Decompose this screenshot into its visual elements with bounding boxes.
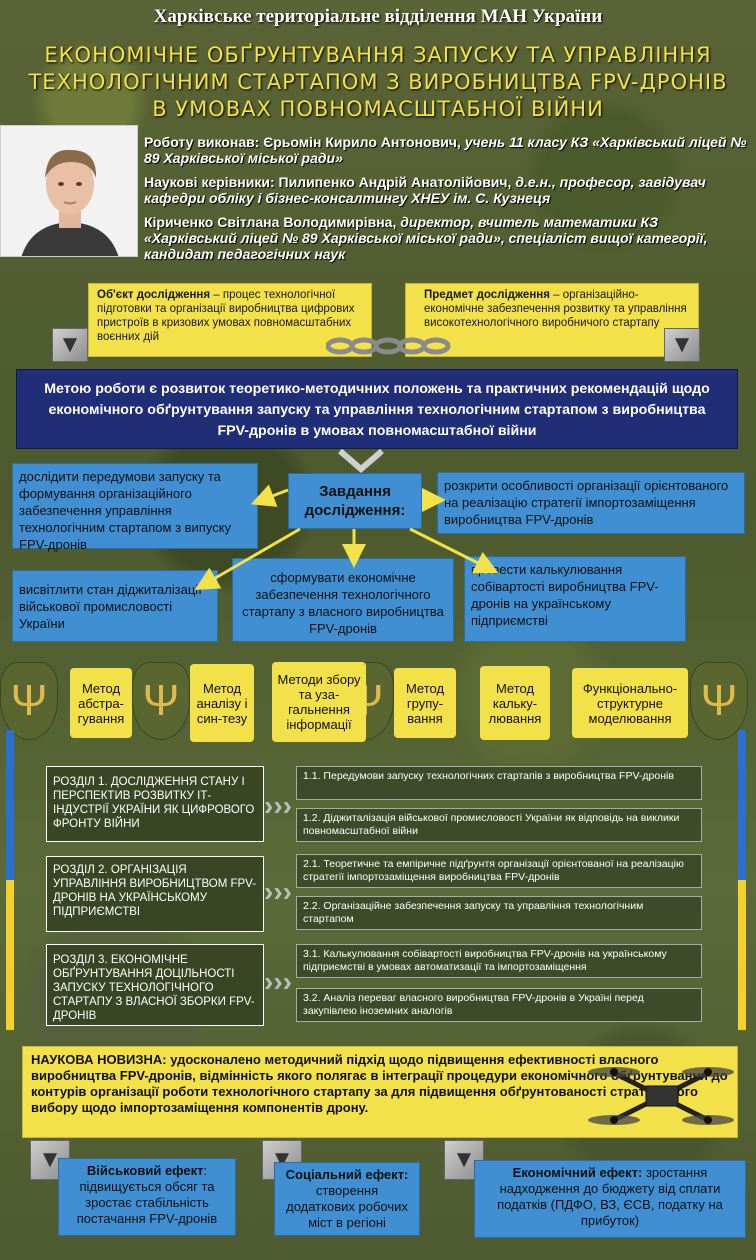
- method-1: Метод абстра-гування: [70, 668, 132, 738]
- flag-left: [6, 730, 14, 1030]
- advisor-info: д.е.н., професор, завідувач кафедри облі…: [144, 174, 706, 206]
- title-line-3: В УМОВАХ ПОВНОМАСШТАБНОЇ ВІЙНИ: [152, 97, 604, 121]
- trident-icon: Ψ: [690, 662, 748, 740]
- advisor2-info: директор, вчитель математики КЗ «Харківс…: [144, 214, 708, 262]
- portrait-icon: [1, 126, 137, 256]
- method-3: Методи збору та уза-гальнення інформації: [272, 662, 366, 742]
- advisor2-line: Кіриченко Світлана Володимирівна, директ…: [144, 214, 750, 262]
- goal-box: Метою роботи є розвиток теоретико-методи…: [16, 369, 738, 449]
- section-1-sub-1: 1.1. Передумови запуску технологічних ст…: [296, 766, 702, 800]
- page-title: ЕКОНОМІЧНЕ ОБҐРУНТУВАННЯ ЗАПУСКУ ТА УПРА…: [10, 42, 746, 123]
- chain-icon: [325, 335, 452, 357]
- social-label: Соціальний ефект:: [285, 1167, 409, 1182]
- subject-text: – організаційно-економічне забезпечення …: [424, 289, 687, 329]
- flag-right: [738, 730, 746, 1030]
- task-arrows: [194, 484, 499, 591]
- novelty-label: НАУКОВА НОВИЗНА:: [31, 1052, 167, 1067]
- chevron-right-icon: ›››: [264, 790, 292, 821]
- down-arrow-icon: ▼: [52, 328, 88, 362]
- task-1: дослідити передумови запуску та формуван…: [12, 463, 258, 552]
- section-2-sub-2: 2.2. Організаційне забезпечення запуску …: [296, 896, 702, 930]
- subject-box: Предмет дослідження – організаційно-екон…: [405, 283, 699, 357]
- trident-icon: Ψ: [0, 662, 58, 740]
- drone-icon: [586, 1044, 736, 1144]
- chevron-down-icon: [338, 448, 384, 473]
- social-effect: Соціальний ефект: створення додаткових р…: [274, 1162, 420, 1236]
- military-text: : підвищується обсяг та зростає стабільн…: [76, 1163, 218, 1226]
- novelty-text: удосконалено методичний підхід щодо підв…: [31, 1052, 728, 1115]
- chevron-right-icon: ›››: [264, 876, 292, 907]
- object-text: – процес технологічної підготовки та орг…: [97, 289, 355, 343]
- subject-label: Предмет дослідження: [424, 289, 550, 301]
- org-title: Харківське територіальне відділення МАН …: [153, 6, 603, 27]
- tasks-title: Завдання дослідження:: [288, 473, 422, 529]
- author-label: Роботу виконав: Єрьомін Кирило Антонович…: [144, 134, 461, 150]
- section-3: РОЗДІЛ 3. ЕКОНОМІЧНЕ ОБҐРУНТУВАННЯ ДОЦІЛ…: [46, 944, 264, 1026]
- method-6: Функціонально-структурне моделювання: [572, 668, 688, 738]
- task-5: провести калькулювання собівартості виро…: [464, 556, 686, 642]
- object-box: Об'єкт дослідження – процес технологічно…: [88, 283, 372, 357]
- title-line-2: ТЕХНОЛОГІЧНИМ СТАРТАПОМ З ВИРОБНИЦТВА FP…: [28, 70, 728, 94]
- task-2: розкрити особливості організації орієнто…: [437, 472, 745, 534]
- task-3: висвітлити стан діджиталізації військово…: [12, 570, 218, 642]
- trident-icon: Ψ: [132, 662, 190, 740]
- object-label: Об'єкт дослідження: [97, 289, 211, 301]
- section-3-sub-1: 3.1. Калькулювання собівартості виробниц…: [296, 944, 702, 978]
- authors-block: Роботу виконав: Єрьомін Кирило Антонович…: [144, 134, 750, 270]
- section-2-sub-1: 2.1. Теоретичне та емпіричне підґрунтя о…: [296, 854, 702, 888]
- social-text: створення додаткових робочих міст в регі…: [286, 1183, 408, 1230]
- method-4: Метод групу-вання: [394, 668, 456, 738]
- section-1-sub-2: 1.2. Діджиталізація військової промислов…: [296, 808, 702, 842]
- section-1: РОЗДІЛ 1. ДОСЛІДЖЕННЯ СТАНУ І ПЕРСПЕКТИВ…: [46, 766, 264, 842]
- economic-effect: Економічний ефект: зростання надходження…: [474, 1160, 746, 1238]
- author-info: учень 11 класу КЗ «Харківський ліцей № 8…: [144, 134, 747, 166]
- economic-label: Економічний ефект:: [512, 1165, 643, 1180]
- advisor2-name: Кіриченко Світлана Володимирівна,: [144, 214, 397, 230]
- military-effect: Військовий ефект: підвищується обсяг та …: [58, 1158, 236, 1236]
- chevron-right-icon: ›››: [264, 966, 292, 997]
- advisor-label: Наукові керівники: Пилипенко Андрій Анат…: [144, 174, 512, 190]
- military-label: Військовий ефект: [86, 1163, 204, 1178]
- methods-strip: Ψ Ψ Ψ Ψ Метод абстра-гування Метод аналі…: [0, 658, 756, 748]
- economic-text: зростання надходження до бюджету від спл…: [497, 1165, 723, 1228]
- author-photo: [0, 125, 138, 257]
- method-5: Метод кальку-лювання: [480, 666, 550, 740]
- method-2: Метод аналізу і син-тезу: [190, 664, 254, 742]
- section-3-sub-2: 3.2. Аналіз переваг власного виробництва…: [296, 988, 702, 1022]
- advisor-line: Наукові керівники: Пилипенко Андрій Анат…: [144, 174, 750, 206]
- author-line: Роботу виконав: Єрьомін Кирило Антонович…: [144, 134, 750, 166]
- task-4: сформувати економічне забезпечення техно…: [232, 558, 454, 642]
- title-line-1: ЕКОНОМІЧНЕ ОБҐРУНТУВАННЯ ЗАПУСКУ ТА УПРА…: [44, 43, 712, 67]
- down-arrow-icon: ▼: [664, 328, 700, 362]
- section-2: РОЗДІЛ 2. ОРГАНІЗАЦІЯ УПРАВЛІННЯ ВИРОБНИ…: [46, 856, 264, 932]
